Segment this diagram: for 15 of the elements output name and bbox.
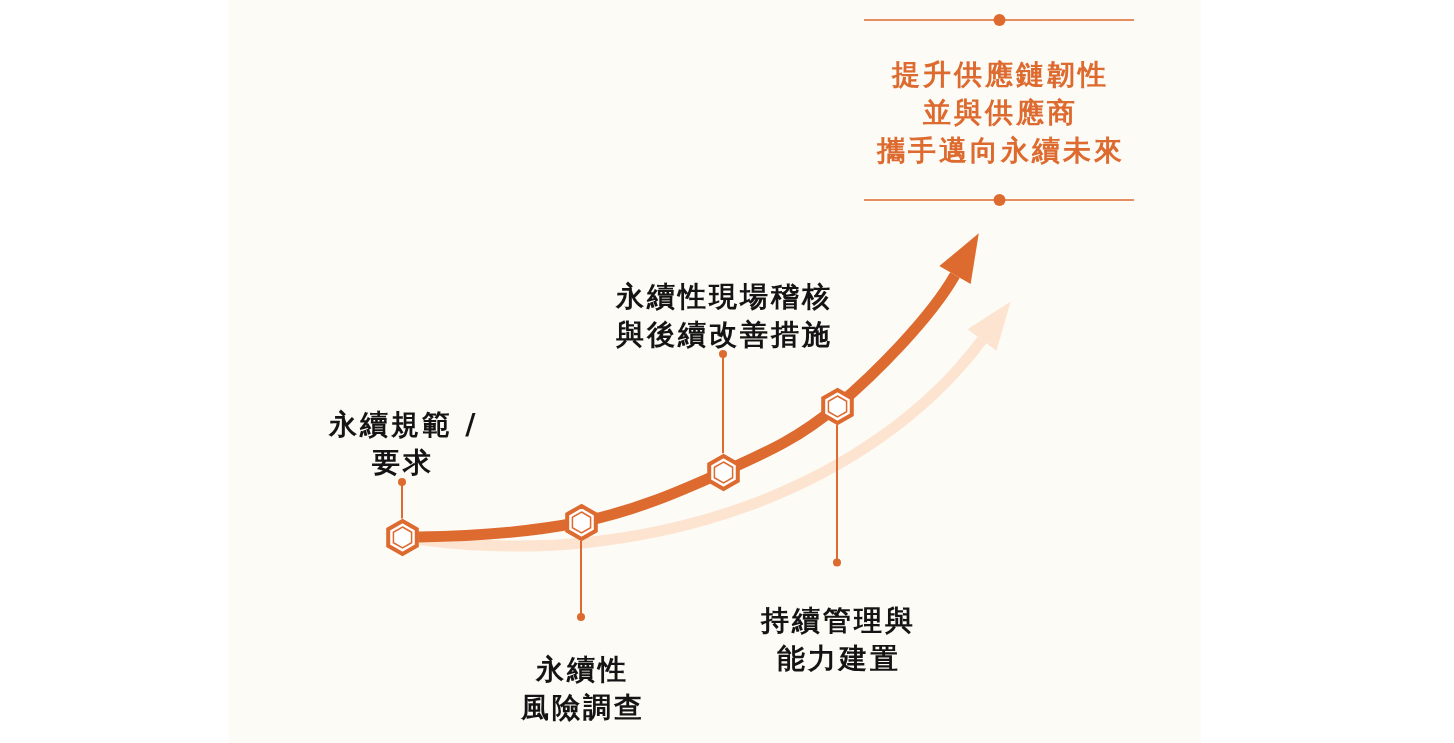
hexagon-marker bbox=[706, 453, 740, 491]
curved-arrow bbox=[418, 234, 981, 543]
leader-line bbox=[719, 350, 727, 455]
goal-text: 提升供應鏈韌性並與供應商攜手邁向永續未來 bbox=[875, 57, 1125, 169]
leader-line bbox=[833, 423, 841, 567]
leader-line bbox=[398, 478, 406, 520]
hexagon-marker bbox=[564, 503, 598, 541]
leader-line bbox=[577, 539, 585, 621]
hexagon-marker bbox=[820, 387, 854, 425]
step-label: 持續管理與能力建置 bbox=[758, 602, 916, 678]
hexagon-marker bbox=[385, 518, 419, 556]
step-label: 永續性現場稽核與後續改善措施 bbox=[613, 278, 833, 354]
step-label: 永續性風險調查 bbox=[517, 651, 645, 727]
step-label: 永續規範 /要求 bbox=[325, 406, 479, 482]
curved-arrow bbox=[418, 303, 1013, 552]
